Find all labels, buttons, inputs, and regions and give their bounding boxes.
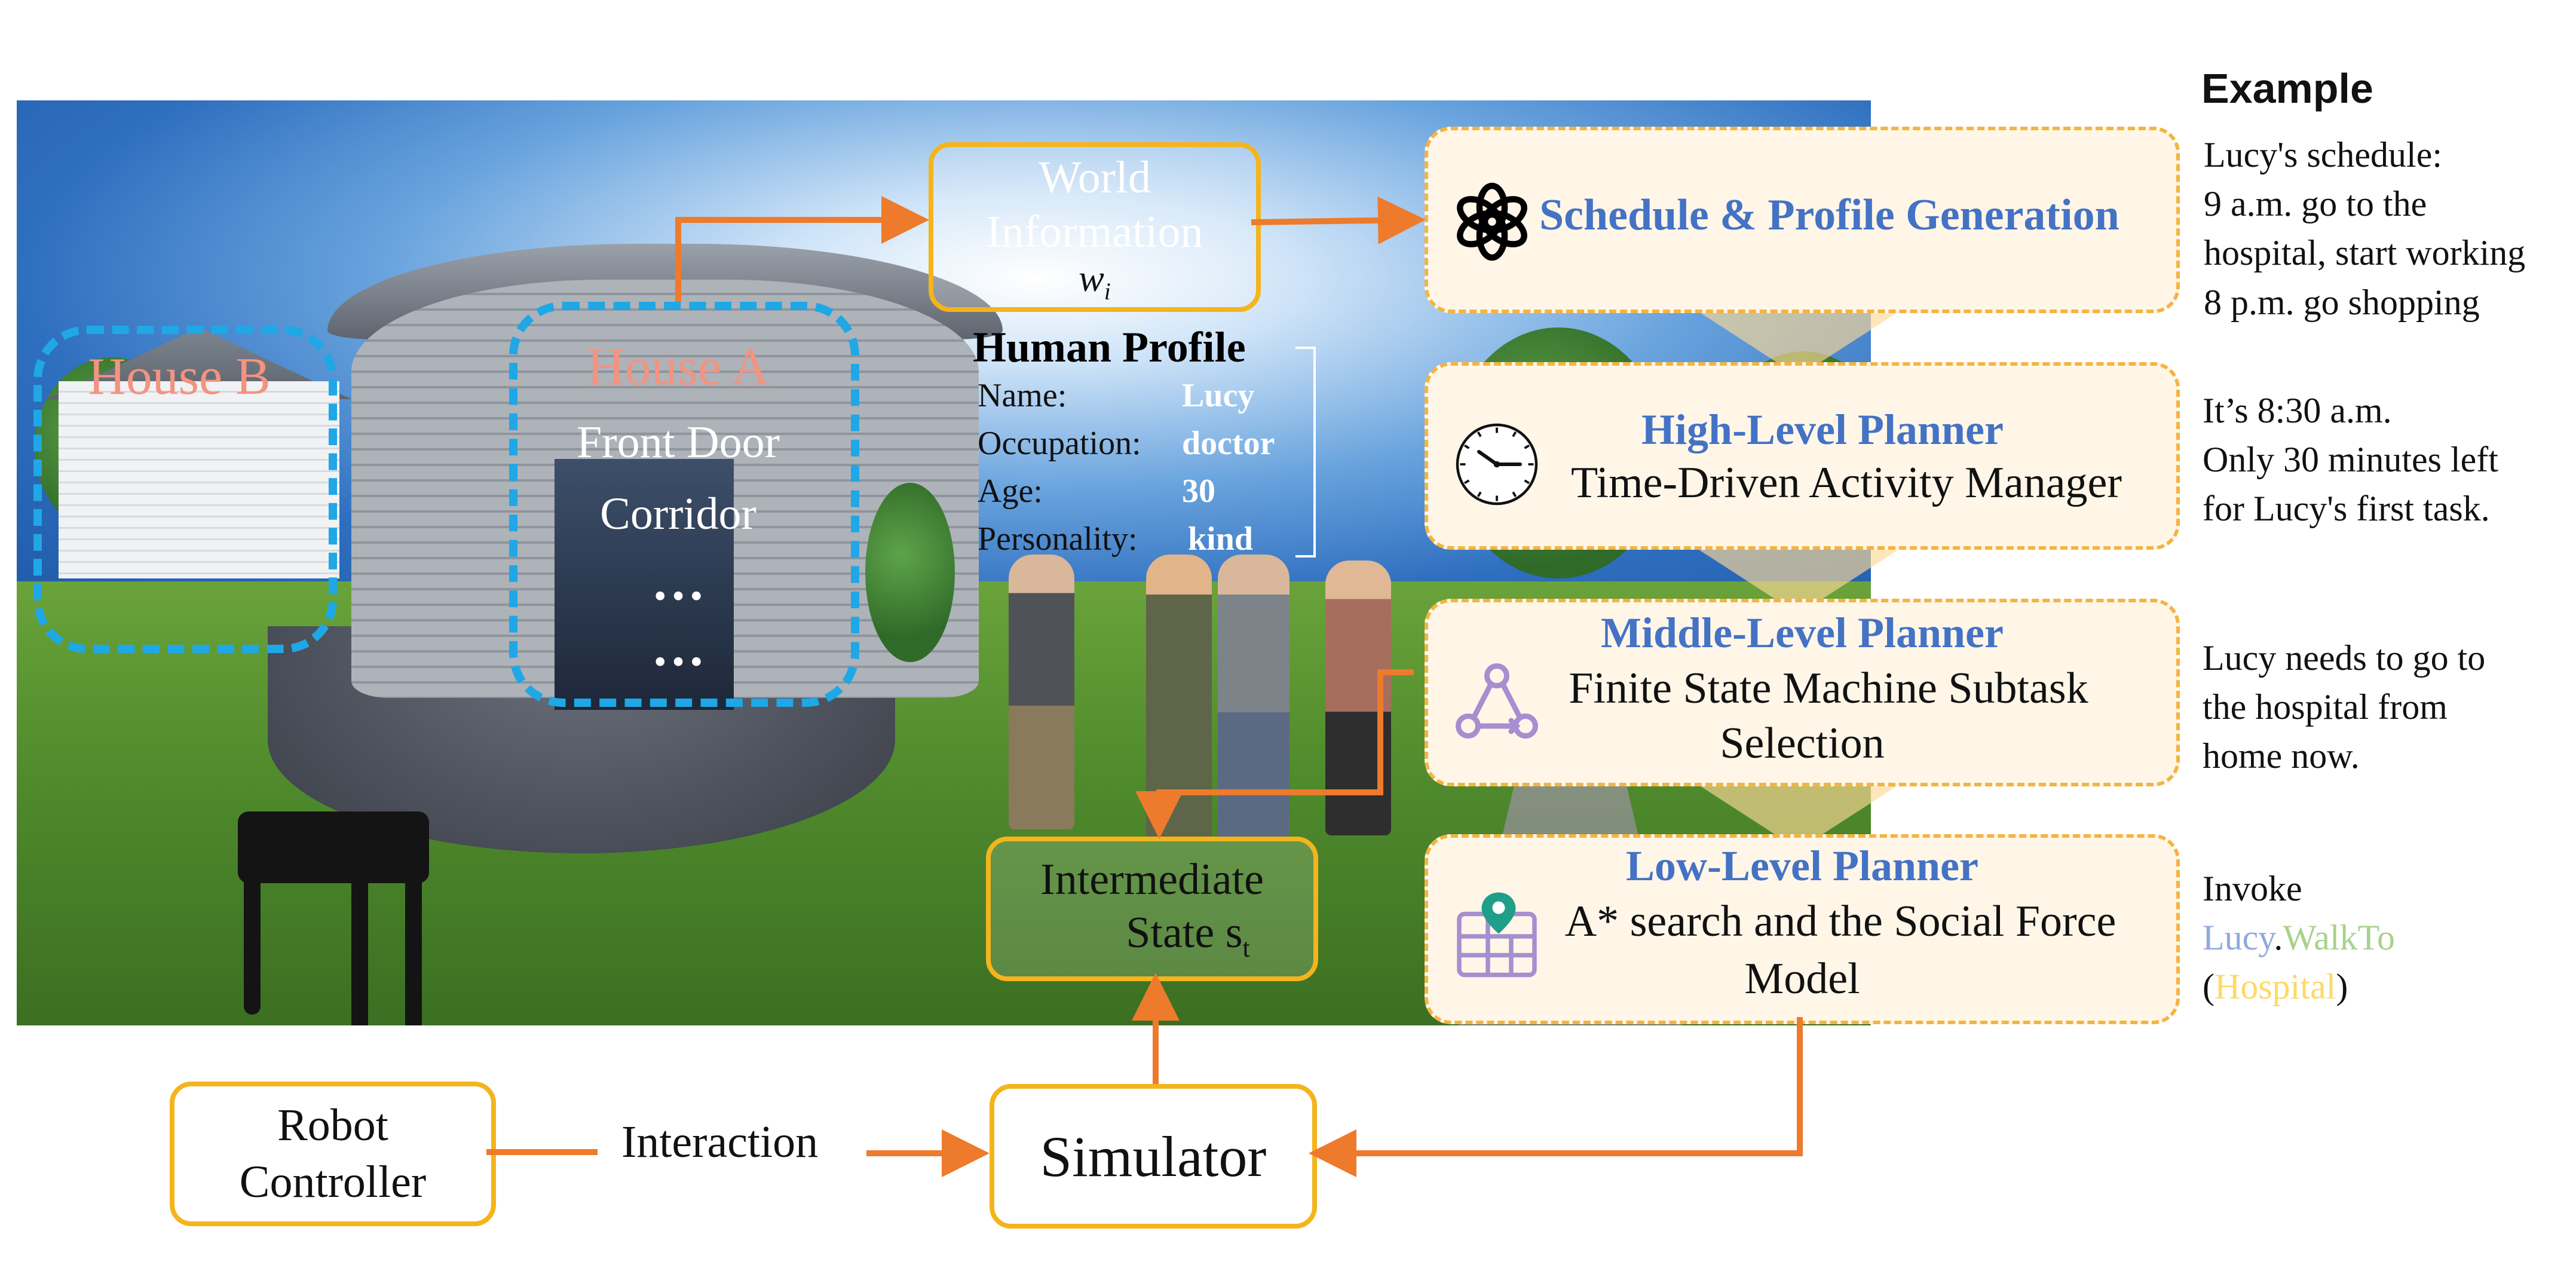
- human-profile-title: Human Profile: [973, 323, 1246, 371]
- simulator-box: Simulator: [990, 1084, 1317, 1229]
- example-line: Only 30 minutes left: [2203, 440, 2498, 480]
- arrow-low-level-to-simulator: [1309, 1017, 1803, 1177]
- profile-label-name: Name:: [978, 377, 1067, 414]
- robot-dog-leg: [405, 871, 422, 1025]
- robot-dog-body: [238, 811, 429, 883]
- arrow-planner-to-intermediate: [1135, 669, 1414, 839]
- world-information-symbol: wi: [1079, 257, 1111, 305]
- profile-value-name: Lucy: [1182, 377, 1255, 414]
- code-paren-open: (: [2203, 967, 2214, 1007]
- high-level-planner-box: High-Level Planner Time-Driven Activity …: [1425, 362, 2180, 550]
- house-a-room-corridor: Corridor: [600, 489, 756, 539]
- example-heading: Example: [2201, 65, 2373, 112]
- example-line: 8 p.m. go shopping: [2204, 282, 2480, 322]
- code-argument: Hospital: [2214, 967, 2336, 1007]
- arrow-house-to-world-info: [675, 196, 929, 302]
- intermediate-state-box: Intermediate State st: [986, 837, 1318, 981]
- house-a-region: [509, 302, 859, 707]
- potted-plant: [865, 483, 955, 662]
- planner-title-low-level: Low-Level Planner: [1626, 842, 1978, 890]
- profile-value-age: 30: [1182, 473, 1215, 510]
- world-information-line2: Information: [986, 207, 1203, 258]
- planner-text-middle-level-2: Selection: [1720, 719, 1885, 768]
- example-line: hospital, start working: [2204, 233, 2526, 273]
- intermediate-state-line2: State st: [1126, 908, 1250, 963]
- house-b-label: House B: [88, 348, 271, 406]
- state-machine-icon: [1452, 656, 1542, 746]
- planner-text-low-level-1: A* search and the Social Force: [1564, 897, 2116, 946]
- planner-text-low-level-2: Model: [1744, 954, 1860, 1003]
- openai-logo-icon: [1447, 177, 1537, 267]
- code-paren-close: ): [2336, 967, 2348, 1007]
- middle-level-planner-box: Middle-Level Planner Finite State Machin…: [1425, 599, 2180, 786]
- example-block-high-level: It’s 8:30 a.m. Only 30 minutes left for …: [2203, 386, 2498, 534]
- profile-value-personality: kind: [1188, 520, 1253, 558]
- planner-text-middle-level-1: Finite State Machine Subtask: [1569, 664, 2088, 713]
- planner-title-schedule: Schedule & Profile Generation: [1539, 191, 2119, 240]
- example-line: the hospital from: [2203, 687, 2448, 727]
- example-line: It’s 8:30 a.m.: [2203, 391, 2392, 430]
- profile-label-personality: Personality:: [978, 520, 1138, 558]
- example-block-middle-level: Lucy needs to go to the hospital from ho…: [2203, 633, 2485, 781]
- example-block-low-level: Invoke Lucy.WalkTo (Hospital): [2203, 864, 2395, 1012]
- example-line: for Lucy's first task.: [2203, 489, 2490, 529]
- planner-text-high-level: Time-Driven Activity Manager: [1570, 458, 2122, 507]
- house-a-door: [555, 459, 734, 710]
- robot-controller-box: Robot Controller: [170, 1082, 496, 1226]
- profile-label-age: Age:: [978, 473, 1043, 510]
- code-object: Lucy: [2203, 918, 2274, 958]
- simulator-label: Simulator: [1040, 1124, 1267, 1189]
- robot-dog-leg: [351, 871, 368, 1025]
- profile-value-occupation: doctor: [1182, 425, 1275, 462]
- arrow-world-info-to-schedule: [1251, 196, 1426, 244]
- robot-controller-line2: Controller: [239, 1157, 427, 1207]
- interaction-label: Interaction: [621, 1117, 819, 1167]
- intermediate-state-line1: Intermediate: [1040, 855, 1264, 905]
- example-code-args: (Hospital): [2203, 962, 2395, 1011]
- planner-title-middle-level: Middle-Level Planner: [1601, 609, 2004, 657]
- schedule-profile-generation-box: Schedule & Profile Generation: [1425, 127, 2180, 313]
- code-method: WalkTo: [2283, 918, 2395, 958]
- example-line: Lucy needs to go to: [2203, 638, 2486, 678]
- profile-bracket: [1295, 347, 1316, 558]
- house-b-building: [59, 381, 339, 578]
- person-figure: [1009, 555, 1074, 829]
- clock-icon: [1452, 419, 1542, 509]
- world-information-box: World Information wi: [929, 142, 1261, 312]
- example-block-schedule: Lucy's schedule: 9 a.m. go to the hospit…: [2204, 130, 2525, 327]
- house-a-more-rooms: …: [651, 618, 705, 677]
- robot-controller-line1: Robot: [277, 1100, 388, 1150]
- example-line: Lucy's schedule:: [2204, 135, 2443, 174]
- low-level-planner-box: Low-Level Planner A* search and the Soci…: [1425, 834, 2180, 1024]
- house-b-region: [33, 326, 337, 653]
- house-a-room-front-door: Front Door: [577, 417, 780, 467]
- example-line: Invoke: [2203, 869, 2302, 908]
- map-pin-icon: [1452, 887, 1542, 982]
- example-line: 9 a.m. go to the: [2204, 184, 2427, 224]
- example-line: home now.: [2203, 736, 2360, 776]
- robot-dog-leg: [244, 871, 261, 1015]
- world-information-line1: World: [1038, 152, 1151, 203]
- profile-label-occupation: Occupation:: [978, 425, 1141, 462]
- code-dot: .: [2274, 918, 2283, 958]
- planner-title-high-level: High-Level Planner: [1641, 406, 2004, 454]
- house-a-label: House A: [587, 338, 770, 396]
- house-a-more-rooms: …: [651, 552, 705, 611]
- example-code-call: Lucy.WalkTo: [2203, 913, 2395, 962]
